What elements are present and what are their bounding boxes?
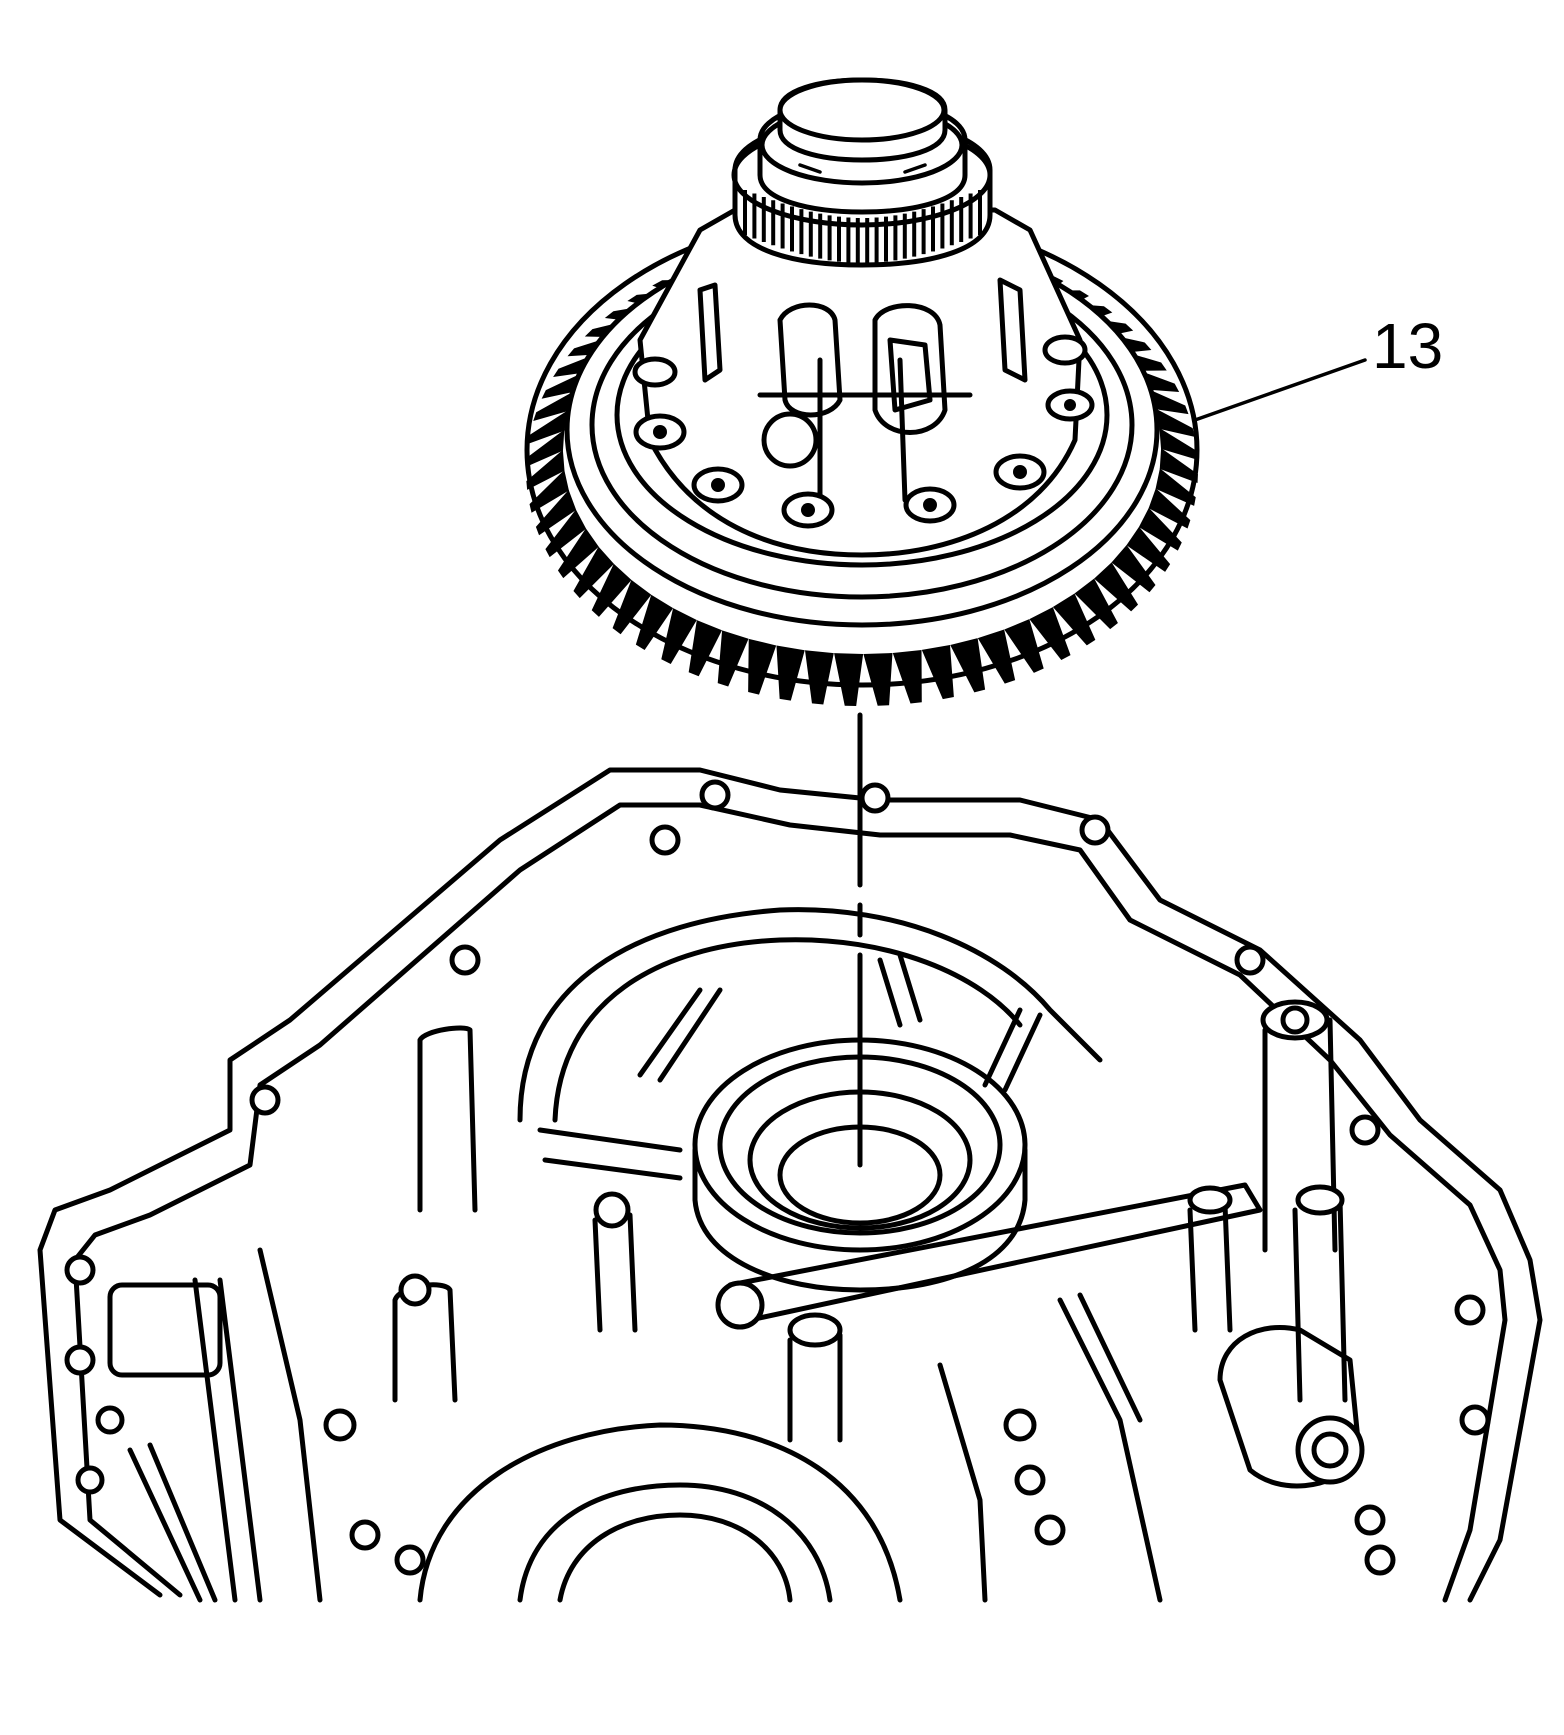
- gear-tooth: [529, 469, 569, 513]
- gear-tooth: [804, 650, 834, 705]
- support-rib-top: [877, 952, 923, 1028]
- center-post-2: [787, 1332, 843, 1443]
- lower-bolt-bosses: [323, 1408, 1396, 1576]
- gear-tooth: [717, 630, 749, 687]
- right-inner-wall: [1057, 1292, 1163, 1603]
- gear-tooth: [591, 563, 632, 617]
- gear-tooth: [1155, 468, 1196, 506]
- gear-tooth: [545, 509, 587, 558]
- gear-tooth: [1094, 562, 1139, 612]
- gear-tooth: [526, 449, 565, 490]
- gear-tooth: [892, 649, 922, 704]
- callout-13: 13: [1193, 310, 1443, 422]
- gear-tooth: [776, 645, 805, 701]
- transmission-case: [37, 767, 1543, 1603]
- gear-tooth: [921, 644, 954, 700]
- left-lower-rib: [192, 1277, 263, 1603]
- case-window-far-left: [697, 282, 723, 383]
- gear-tooth: [950, 638, 986, 693]
- gear-tooth: [1004, 619, 1044, 673]
- gear-tooth: [834, 653, 864, 706]
- support-rib-right: [982, 1007, 1043, 1093]
- left-post-1: [417, 1025, 478, 1213]
- case-outer-flange: [37, 767, 1543, 1603]
- gear-tooth: [557, 528, 599, 579]
- ring-gear-bolts: [632, 334, 1095, 529]
- differential-assembly: [524, 77, 1200, 706]
- flange-bolt-holes: [64, 779, 1491, 1536]
- gear-tooth: [1126, 526, 1171, 572]
- gear-tooth: [863, 652, 893, 706]
- gear-tooth: [1159, 448, 1198, 483]
- gear-tooth: [525, 429, 565, 467]
- gear-tooth: [1074, 578, 1118, 630]
- gear-tooth: [1052, 593, 1096, 646]
- lower-bore: [417, 1422, 903, 1603]
- right-mechanism: [1217, 1324, 1363, 1489]
- support-rib-left: [637, 987, 723, 1083]
- center-post-3: [1187, 1202, 1233, 1333]
- case-inner-flange: [72, 802, 1508, 1603]
- gear-tooth: [1111, 545, 1156, 593]
- case-cavity-wall: [517, 907, 1103, 1123]
- gear-tooth: [635, 594, 674, 650]
- cross-rail-end: [715, 1280, 765, 1330]
- case-window-far-right: [997, 277, 1028, 383]
- support-rib-lower: [537, 1127, 683, 1181]
- gear-tooth: [1029, 607, 1071, 661]
- gear-tooth: [573, 546, 614, 599]
- gear-tooth: [661, 608, 697, 665]
- case-window-left: [777, 302, 843, 418]
- gear-tooth: [535, 489, 577, 536]
- case-cavity-wall-inner: [552, 937, 1023, 1123]
- pinion-shaft-hole: [761, 411, 819, 469]
- gear-tooth: [612, 579, 652, 635]
- right-post-2: [1292, 1197, 1348, 1403]
- gear-tooth: [1159, 428, 1198, 460]
- gear-tooth: [977, 629, 1016, 684]
- gear-tooth: [688, 620, 722, 677]
- callout-leader-line: [1193, 358, 1367, 422]
- left-lower-wall: [257, 1247, 323, 1603]
- gear-tooth: [1138, 507, 1182, 551]
- center-post-1: [592, 1212, 638, 1333]
- left-slot: [107, 1282, 223, 1378]
- case-window-right: [872, 303, 948, 435]
- gear-tooth: [1148, 488, 1191, 529]
- gear-tooth: [748, 638, 777, 695]
- callout-label: 13: [1372, 310, 1443, 382]
- differential-case-body: [637, 207, 1083, 558]
- differential-bearing: [731, 77, 993, 268]
